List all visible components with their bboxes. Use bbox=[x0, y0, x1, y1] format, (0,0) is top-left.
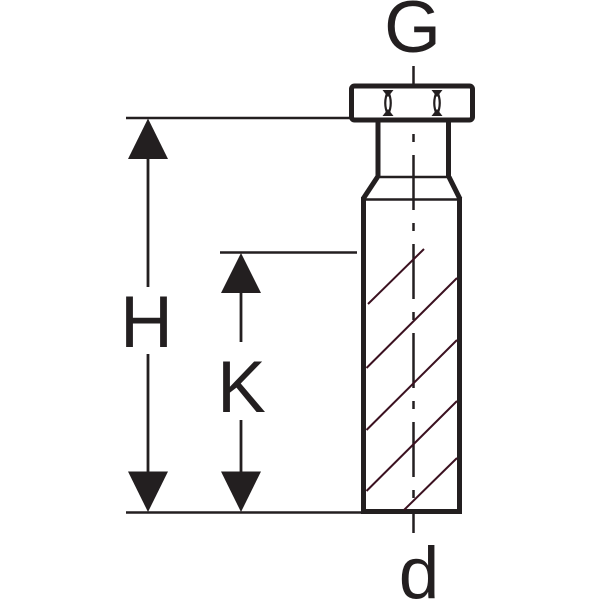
dimension-label-h: H bbox=[120, 282, 173, 363]
dimension-label-k: K bbox=[217, 347, 266, 428]
section-hatching bbox=[365, 248, 458, 511]
arrowhead-up-icon bbox=[221, 253, 261, 293]
chamfer-left-wall bbox=[360, 175, 380, 201]
label-d-diameter: d bbox=[399, 533, 440, 600]
arrowhead-up-icon bbox=[128, 118, 168, 159]
hex-head-facet-left bbox=[382, 90, 394, 116]
arrowhead-down-icon bbox=[128, 471, 168, 512]
hex-head-facet-right bbox=[431, 90, 443, 116]
label-g-thread: G bbox=[384, 0, 441, 68]
hatch-line bbox=[365, 339, 458, 431]
chamfer-right-wall bbox=[446, 175, 463, 201]
hatch-line bbox=[403, 457, 458, 511]
bolt-part bbox=[349, 83, 475, 514]
hatch-line bbox=[367, 248, 425, 305]
dimension-k: K bbox=[217, 253, 266, 512]
hatch-line bbox=[365, 277, 458, 369]
hex-head bbox=[349, 83, 475, 123]
dimension-h: H bbox=[120, 118, 173, 512]
hatch-line bbox=[365, 400, 458, 492]
arrowhead-down-icon bbox=[221, 471, 261, 512]
